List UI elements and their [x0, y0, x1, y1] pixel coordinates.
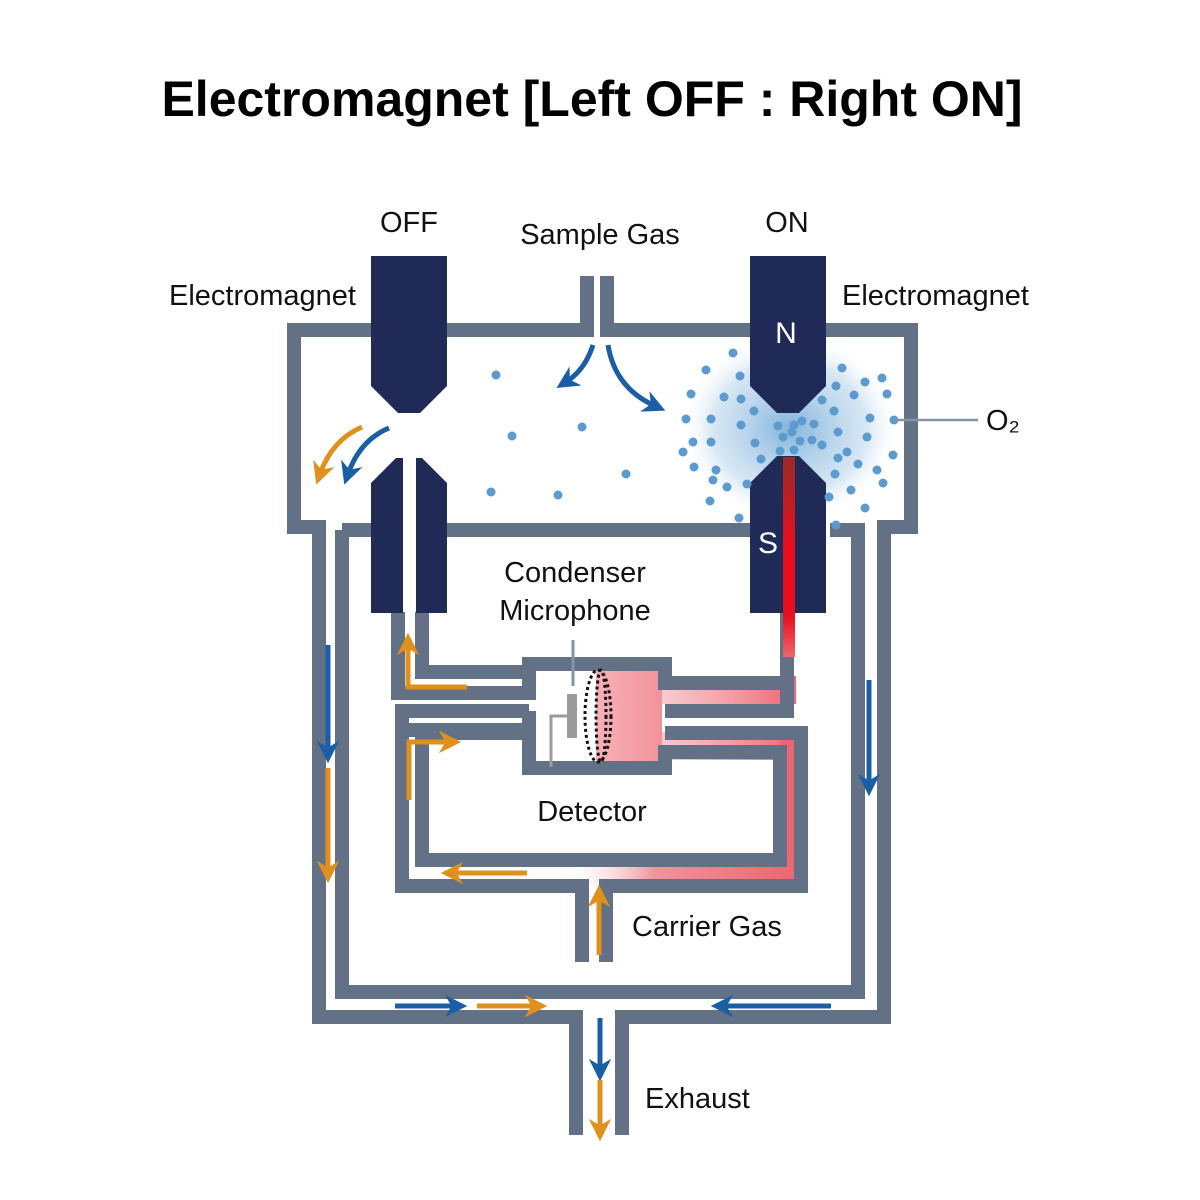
oxygen-dot: [750, 438, 760, 448]
up-channel-orange-arrow: [396, 632, 467, 690]
oxygen-dot: [795, 436, 805, 446]
diagram-title: Electromagnet [Left OFF : Right ON]: [161, 71, 1022, 127]
molecule-dot: [553, 490, 563, 500]
left-electromagnet-label: Electromagnet: [169, 280, 356, 312]
oxygen-dot: [708, 475, 718, 485]
oxygen-dot: [722, 482, 732, 492]
detector-label: Detector: [537, 796, 647, 828]
oxygen-dot: [853, 459, 863, 469]
inner-loop-wall: [335, 523, 865, 999]
microphone-label-line1: Condenser: [504, 557, 646, 589]
oxygen-dot: [888, 450, 898, 460]
detector-left-orange-arrow: [406, 730, 462, 800]
oxygen-dot: [860, 377, 870, 387]
oxygen-dot: [862, 432, 872, 442]
oxygen-dot: [877, 373, 887, 383]
mic-lead: [549, 714, 574, 767]
oxygen-dot: [809, 419, 819, 429]
diaphragm-inner: [594, 668, 608, 764]
carrier-gas-label: Carrier Gas: [632, 911, 782, 943]
oxygen-dot: [719, 392, 729, 402]
sample-gas-label: Sample Gas: [520, 219, 680, 251]
sample-arrow-left: [556, 344, 596, 389]
oxygen-dot: [775, 446, 785, 456]
oxygen-label: O₂: [986, 405, 1020, 437]
north-pole-label: N: [775, 317, 797, 350]
molecule-dot: [621, 469, 631, 479]
microphone-label-line2: Microphone: [499, 595, 651, 627]
oxygen-dot: [706, 414, 716, 424]
molecule-dot: [491, 370, 501, 380]
right-electromagnet-label: Electromagnet: [842, 280, 1029, 312]
oxygen-dot: [735, 371, 745, 381]
oxygen-dot: [849, 390, 859, 400]
south-pole-label: S: [758, 527, 778, 560]
condenser-microphone: [549, 640, 613, 767]
oxygen-dot: [787, 427, 797, 437]
oxygen-dot: [689, 462, 699, 472]
oxygen-dot: [736, 394, 746, 404]
oxygen-dot: [865, 413, 875, 423]
oxygen-dot: [728, 348, 738, 358]
oxygen-dot: [789, 420, 799, 430]
oxygen-dot: [773, 421, 783, 431]
oxygen-dot: [882, 389, 892, 399]
oxygen-dot: [824, 492, 834, 502]
oxygen-dot: [830, 469, 840, 479]
left-magnet-blue-arrow: [341, 425, 391, 485]
oxygen-dot: [736, 420, 746, 430]
left-electromagnet: [371, 256, 447, 613]
molecule-dot: [577, 422, 587, 432]
left-magnet-orange-arrow: [313, 424, 364, 485]
oxygen-dot: [749, 406, 759, 416]
oxygen-dot: [872, 465, 882, 475]
oxygen-dot: [807, 435, 817, 445]
oxygen-dot: [678, 447, 688, 457]
sample-arrow-right: [605, 344, 666, 412]
sample-flow-arrows: [316, 344, 881, 1082]
oxygen-dot: [734, 513, 744, 523]
oxygen-dot: [756, 454, 766, 464]
oxygen-dot: [878, 478, 888, 488]
oxygen-dot: [831, 520, 841, 530]
oxygen-dot: [817, 395, 827, 405]
oxygen-dot: [842, 447, 852, 457]
oxygen-dot: [831, 381, 841, 391]
oxygen-dot: [829, 406, 839, 416]
diaphragm-outer: [583, 668, 613, 764]
oxygen-dot: [889, 415, 899, 425]
oxygen-molecules: [678, 348, 899, 530]
oxygen-dot: [701, 365, 711, 375]
oxygen-dot: [817, 440, 827, 450]
oxygen-dot: [681, 414, 691, 424]
pressure-rod: [783, 457, 795, 657]
oxygen-dot: [686, 389, 696, 399]
oxygen-dot: [705, 496, 715, 506]
oxygen-dot: [688, 437, 698, 447]
oxygen-dot: [789, 445, 799, 455]
exhaust-label: Exhaust: [645, 1083, 750, 1115]
molecule-dot: [507, 431, 517, 441]
oxygen-dot: [846, 485, 856, 495]
carrier-flow-arrows: [313, 424, 612, 1142]
left-state-label: OFF: [380, 207, 438, 239]
molecule-dot: [486, 487, 496, 497]
oxygen-dot: [742, 479, 752, 489]
right-state-label: ON: [765, 207, 809, 239]
oxygen-dot: [860, 503, 870, 513]
oxygen-dot: [706, 437, 716, 447]
oxygen-dot: [833, 427, 843, 437]
oxygen-dot: [837, 363, 847, 373]
oxygen-dot: [711, 465, 721, 475]
sample-gas-molecules: [486, 370, 631, 500]
oxygen-dot: [833, 453, 843, 463]
right-electromagnet: [750, 256, 826, 657]
oxygen-dot: [797, 416, 807, 426]
oxygen-dot: [778, 432, 788, 442]
